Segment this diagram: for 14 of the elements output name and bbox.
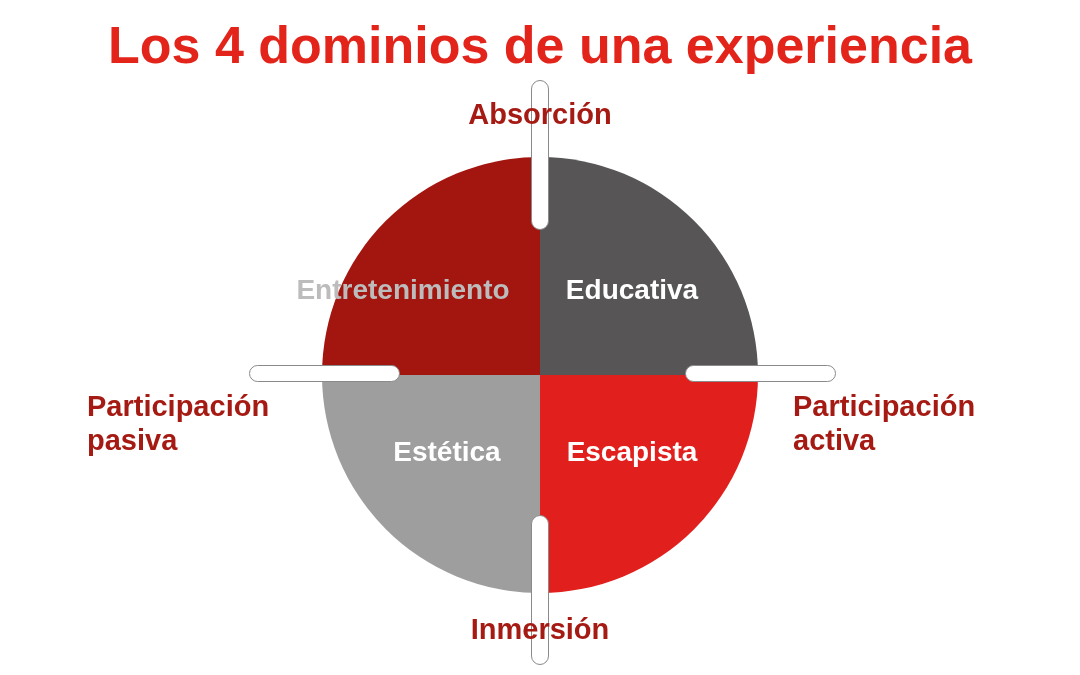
quadrant-label: Educativa bbox=[565, 274, 699, 306]
axis-bar bbox=[249, 365, 400, 382]
quadrant-sector bbox=[295, 157, 540, 375]
quadrant-sector bbox=[540, 157, 758, 375]
axis-bar bbox=[685, 365, 836, 382]
quadrant-sector bbox=[540, 375, 758, 593]
axis-label: Participación pasiva bbox=[87, 389, 271, 457]
quadrant-label: Escapista bbox=[566, 436, 698, 468]
diagram-title: Los 4 dominios de una experiencia bbox=[108, 16, 972, 74]
axis-label: Inmersión bbox=[470, 612, 610, 646]
quadrant-sector bbox=[322, 375, 540, 593]
axis-label: Absorción bbox=[468, 97, 612, 131]
quadrant-label: Estética bbox=[393, 436, 501, 468]
axis-label: Participación activa bbox=[793, 389, 977, 457]
